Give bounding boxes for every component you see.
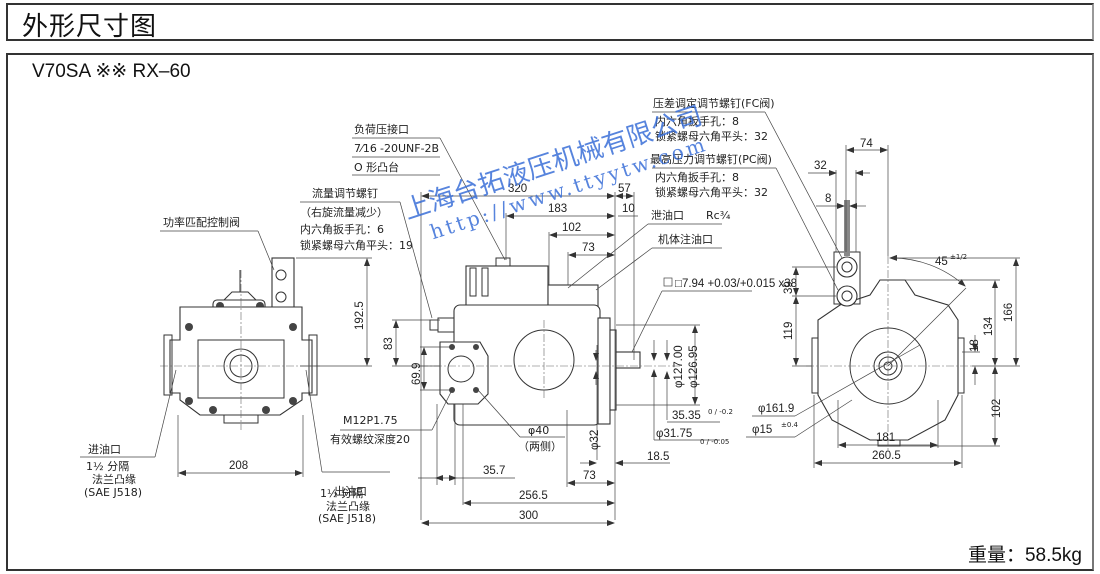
- outlet-spec-3: (SAE J518): [318, 512, 376, 525]
- dim-260-5: 260.5: [872, 450, 901, 462]
- dim-phi126-95: φ126.95: [688, 345, 700, 388]
- flow-hex: 内六角扳手孔：6: [300, 222, 384, 236]
- side-labels: 负荷压接口 7⁄16 -20UNF-2B O 形凸台 流量调节螺钉 （右旋流量减…: [300, 122, 797, 453]
- dim-208: 208: [229, 460, 248, 472]
- label-drain-port: 泄油口: [651, 208, 684, 222]
- rear-dimensions: 74 32 8 45 ±1/2 39 119 134 166 18 10: [746, 138, 1020, 468]
- dim-134: 134: [983, 316, 995, 336]
- dim-phi161-9: φ161.9: [758, 403, 794, 415]
- label-m12: M12P1.75: [343, 414, 398, 427]
- thread-depth: 有效螺纹深度20: [330, 432, 410, 446]
- label-fc-screw: 压差调定调节螺钉(FC阀): [653, 96, 775, 110]
- flow-screw-note: （右旋流量减少）: [300, 205, 388, 219]
- load-thread: -20UNF-2B: [380, 142, 439, 155]
- dim-45-tol: ±1/2: [950, 253, 967, 261]
- dim-83: 83: [383, 337, 395, 350]
- dim-45: 45: [935, 256, 948, 268]
- dim-320: 320: [508, 183, 527, 195]
- side-port-flange: [439, 341, 489, 405]
- rear-adjust-screw: [844, 200, 850, 256]
- side-view: [420, 257, 680, 426]
- dim-35-35-tol: 0 / -0.2: [708, 408, 733, 416]
- side-mount-flange: [597, 317, 611, 425]
- outlet-spec-1: 1½ 分隔: [320, 487, 363, 500]
- dim-phi31-75: φ31.75: [656, 428, 692, 440]
- dim-32: 32: [814, 160, 827, 172]
- dim-183: 183: [548, 203, 567, 215]
- dim-phi32: φ32: [589, 430, 601, 450]
- label-inlet: 进油口: [88, 442, 121, 456]
- label-phi40: φ40: [528, 424, 549, 437]
- label-both-sides: （两侧）: [518, 440, 562, 453]
- dim-166: 166: [1003, 303, 1015, 322]
- pc-nut: 锁紧螺母六角平头：32: [655, 185, 768, 199]
- label-load-port: 负荷压接口: [354, 122, 409, 136]
- front-view: [160, 257, 320, 430]
- dim-102-rear: 102: [991, 399, 1003, 418]
- dim-57: 57: [618, 183, 631, 195]
- inlet-spec-1: 1½ 分隔: [86, 460, 129, 473]
- dim-181: 181: [876, 432, 895, 444]
- dim-39: 39: [783, 281, 795, 294]
- rear-view: [806, 200, 972, 450]
- dim-74: 74: [860, 138, 873, 150]
- key-spec: □7.94 +0.03/+0.015 x38: [675, 278, 797, 290]
- label-power-valve: 功率匹配控制阀: [163, 215, 240, 229]
- dim-18-5: 18.5: [647, 451, 669, 463]
- inlet-spec-3: (SAE J518): [84, 486, 142, 499]
- dim-73-top: 73: [582, 242, 595, 254]
- flow-nut: 锁紧螺母六角平头：19: [300, 238, 413, 252]
- dim-phi15-tol: ±0.4: [781, 421, 799, 429]
- dim-10: 10: [622, 203, 635, 215]
- fc-nut: 锁紧螺母六角平头：32: [655, 129, 768, 143]
- power-valve-body: [271, 257, 295, 311]
- dim-119: 119: [783, 322, 795, 340]
- dim-256-5: 256.5: [519, 490, 548, 502]
- dim-35-7: 35.7: [483, 465, 505, 477]
- label-pc-screw: 最高压力调节螺钉(PC阀): [650, 152, 772, 166]
- label-flow-screw: 流量调节螺钉: [312, 186, 378, 200]
- pc-hex: 内六角扳手孔：8: [655, 170, 739, 184]
- label-fill-port: 机体注油口: [658, 232, 713, 246]
- weight-label: 重量：58.5kg: [967, 545, 1082, 566]
- side-shaft: [615, 351, 641, 369]
- drain-thread: Rc¾: [706, 209, 731, 222]
- inlet-spec-2: 法兰凸缘: [92, 472, 136, 486]
- side-dimensions: 320 57 183 10 102 73 83 69.9 φ32 18.5: [383, 183, 733, 526]
- dim-192-5: 192.5: [354, 301, 366, 330]
- dim-phi127: φ127.00: [673, 345, 685, 388]
- dim-18: 18: [969, 339, 981, 352]
- label-outlet: 出油口: [334, 484, 367, 498]
- dim-69-9: 69.9: [411, 363, 423, 385]
- dim-phi31-75-tol: 0 / -0.05: [700, 438, 729, 446]
- dim-phi15: φ15: [752, 424, 772, 436]
- load-oring: O 形凸台: [354, 160, 399, 174]
- model-number: V70SA ※※ RX–60: [32, 61, 191, 82]
- dim-35-35: 35.35: [672, 410, 701, 422]
- outlet-spec-2: 法兰凸缘: [326, 499, 370, 513]
- rear-labels: 压差调定调节螺钉(FC阀) 内六角扳手孔：8 锁紧螺母六角平头：32 最高压力调…: [650, 96, 843, 291]
- title-box: 外形尺寸图: [6, 3, 1094, 42]
- dim-8: 8: [825, 193, 831, 205]
- dim-300: 300: [519, 510, 538, 522]
- load-thread-frac: 7⁄16: [354, 142, 377, 155]
- page-title: 外形尺寸图: [22, 12, 158, 42]
- dim-102: 102: [562, 222, 581, 234]
- fc-hex: 内六角扳手孔：8: [655, 114, 739, 128]
- front-dimensions: 208 192.5 功率匹配控制阀 进油口 1½ 分隔 法兰凸缘 (SAE J5…: [80, 215, 390, 525]
- dim-73-bottom: 73: [583, 470, 596, 482]
